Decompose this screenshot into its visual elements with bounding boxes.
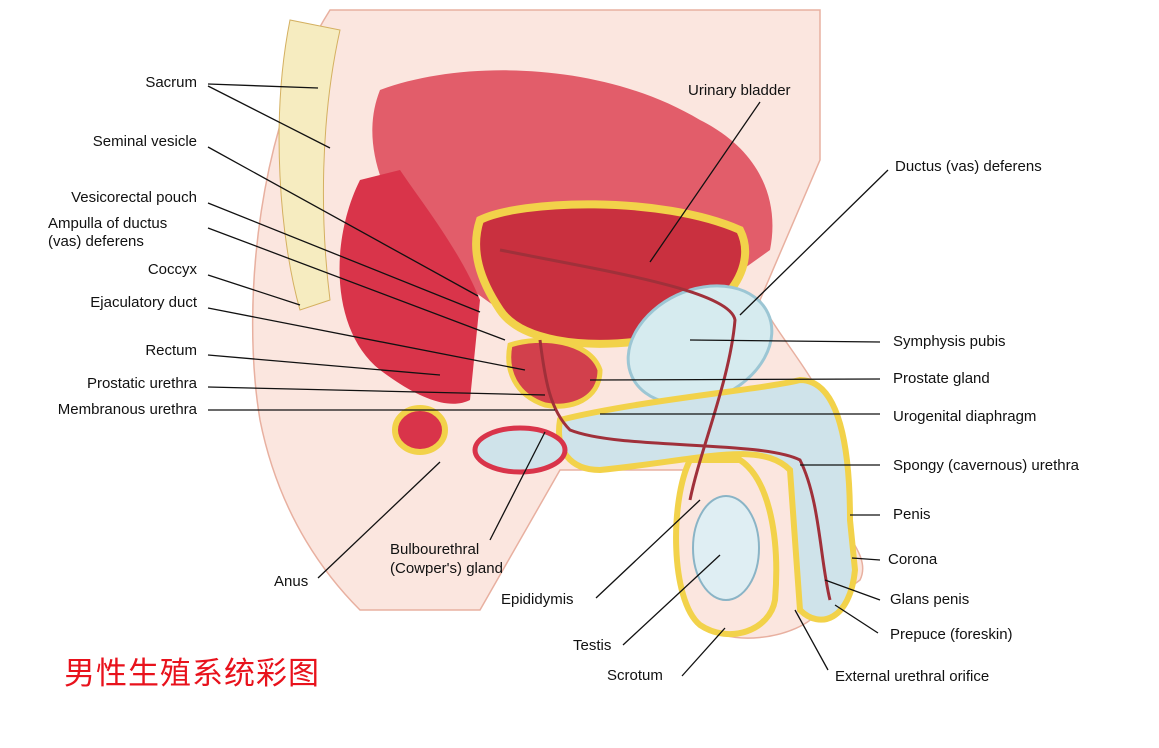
label-bulbourethral-line1: Bulbourethral xyxy=(390,541,480,558)
label-external-urethral-orifice: External urethral orifice xyxy=(835,668,990,685)
rectum-shape xyxy=(339,170,480,404)
label-ampulla-line1: Ampulla of ductus xyxy=(48,215,168,232)
label-anus: Anus xyxy=(274,573,309,590)
label-glans-penis: Glans penis xyxy=(890,591,970,608)
label-ampulla-line2: (vas) deferens xyxy=(48,233,144,250)
label-vesicorectal-pouch: Vesicorectal pouch xyxy=(71,189,197,206)
label-urinary-bladder: Urinary bladder xyxy=(688,82,791,99)
label-ductus-deferens: Ductus (vas) deferens xyxy=(895,158,1042,175)
prostate-shape xyxy=(506,337,603,409)
label-penis: Penis xyxy=(893,506,931,523)
label-urogenital-diaphragm: Urogenital diaphragm xyxy=(893,408,1037,425)
diagram-title: 男性生殖系统彩图 xyxy=(64,656,320,692)
label-membranous-urethra: Membranous urethra xyxy=(57,401,197,418)
urethra-line xyxy=(538,339,832,601)
label-coccyx: Coccyx xyxy=(147,261,197,278)
anus-shape xyxy=(392,405,448,455)
label-ejaculatory-duct: Ejaculatory duct xyxy=(90,294,197,311)
label-prepuce: Prepuce (foreskin) xyxy=(890,626,1013,643)
label-corona: Corona xyxy=(888,551,938,568)
ductus-deferens-line xyxy=(499,248,737,501)
label-symphysis-pubis: Symphysis pubis xyxy=(893,333,1006,350)
label-seminal-vesicle: Seminal vesicle xyxy=(92,133,197,150)
label-bulbourethral-line2: (Cowper's) gland xyxy=(390,560,503,577)
leader-lines xyxy=(207,83,889,677)
label-sacrum: Sacrum xyxy=(145,74,197,91)
label-rectum: Rectum xyxy=(145,342,197,359)
bulb-shape xyxy=(472,425,568,475)
label-prostatic-urethra: Prostatic urethra xyxy=(86,375,197,392)
label-prostate-gland: Prostate gland xyxy=(893,370,990,387)
label-scrotum: Scrotum xyxy=(607,667,663,684)
label-testis: Testis xyxy=(573,637,612,654)
penis-shape xyxy=(556,376,859,623)
testis-shape xyxy=(692,495,760,601)
label-spongy-urethra: Spongy (cavernous) urethra xyxy=(893,457,1079,474)
label-epididymis: Epididymis xyxy=(501,591,574,608)
